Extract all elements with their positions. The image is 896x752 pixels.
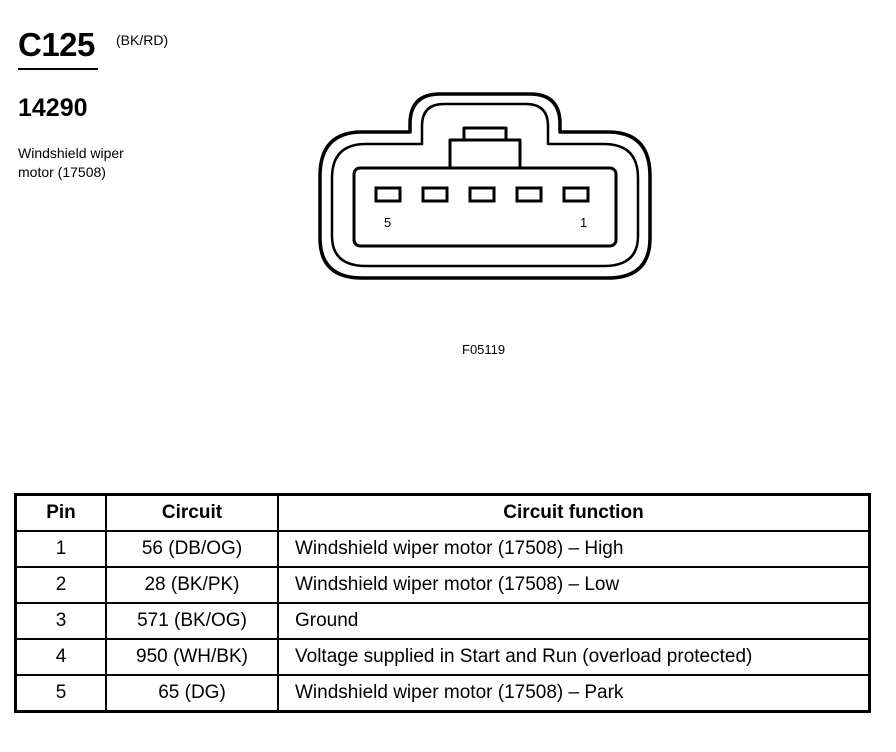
header-pin: Pin (14, 493, 107, 532)
connector-id: C125 (18, 26, 95, 63)
cell-function: Windshield wiper motor (17508) – Park (277, 674, 871, 713)
figure-code: F05119 (462, 342, 506, 357)
table-row: 5 65 (DG) Windshield wiper motor (17508)… (14, 674, 871, 713)
description-line-1: Windshield wiper (18, 145, 124, 161)
connector-outer-shell (318, 92, 652, 280)
pin-cavity-2 (515, 186, 543, 203)
cell-circuit: 950 (WH/BK) (105, 638, 279, 676)
connector-id-underline (18, 68, 98, 70)
cell-circuit: 56 (DB/OG) (105, 530, 279, 568)
connector-color: (BK/RD) (116, 32, 169, 48)
table-header-row: Pin Circuit Circuit function (14, 493, 871, 532)
pin-cavity-1 (562, 186, 590, 203)
pin-cavity-5 (374, 186, 402, 203)
description-line-2: motor (17508) (18, 164, 106, 180)
pinout-table: Pin Circuit Circuit function 1 56 (DB/OG… (14, 493, 871, 713)
header-circuit-function: Circuit function (277, 493, 871, 532)
cell-function: Voltage supplied in Start and Run (overl… (277, 638, 871, 676)
pin-cavity-3 (468, 186, 496, 203)
connector-face-diagram: 5 1 (318, 92, 652, 280)
table-row: 3 571 (BK/OG) Ground (14, 602, 871, 640)
cell-pin: 1 (14, 530, 107, 568)
header-circuit: Circuit (105, 493, 279, 532)
connector-cavity-face (352, 166, 618, 248)
connector-latch-top (462, 126, 508, 142)
pin-label-1: 1 (580, 215, 587, 230)
cell-circuit: 571 (BK/OG) (105, 602, 279, 640)
cell-pin: 2 (14, 566, 107, 604)
pin-cavity-4 (421, 186, 449, 203)
table-row: 4 950 (WH/BK) Voltage supplied in Start … (14, 638, 871, 676)
cell-function: Ground (277, 602, 871, 640)
table-row: 1 56 (DB/OG) Windshield wiper motor (175… (14, 530, 871, 568)
table-row: 2 28 (BK/PK) Windshield wiper motor (175… (14, 566, 871, 604)
cell-circuit: 65 (DG) (105, 674, 279, 713)
connector-description: Windshield wiper motor (17508) (18, 144, 178, 182)
cell-function: Windshield wiper motor (17508) – Low (277, 566, 871, 604)
cell-pin: 4 (14, 638, 107, 676)
pin-label-5: 5 (384, 215, 391, 230)
cell-pin: 3 (14, 602, 107, 640)
cell-pin: 5 (14, 674, 107, 713)
cell-circuit: 28 (BK/PK) (105, 566, 279, 604)
connector-latch (448, 138, 522, 170)
cell-function: Windshield wiper motor (17508) – High (277, 530, 871, 568)
part-number: 14290 (18, 94, 88, 122)
connector-inner-shell (330, 102, 640, 268)
